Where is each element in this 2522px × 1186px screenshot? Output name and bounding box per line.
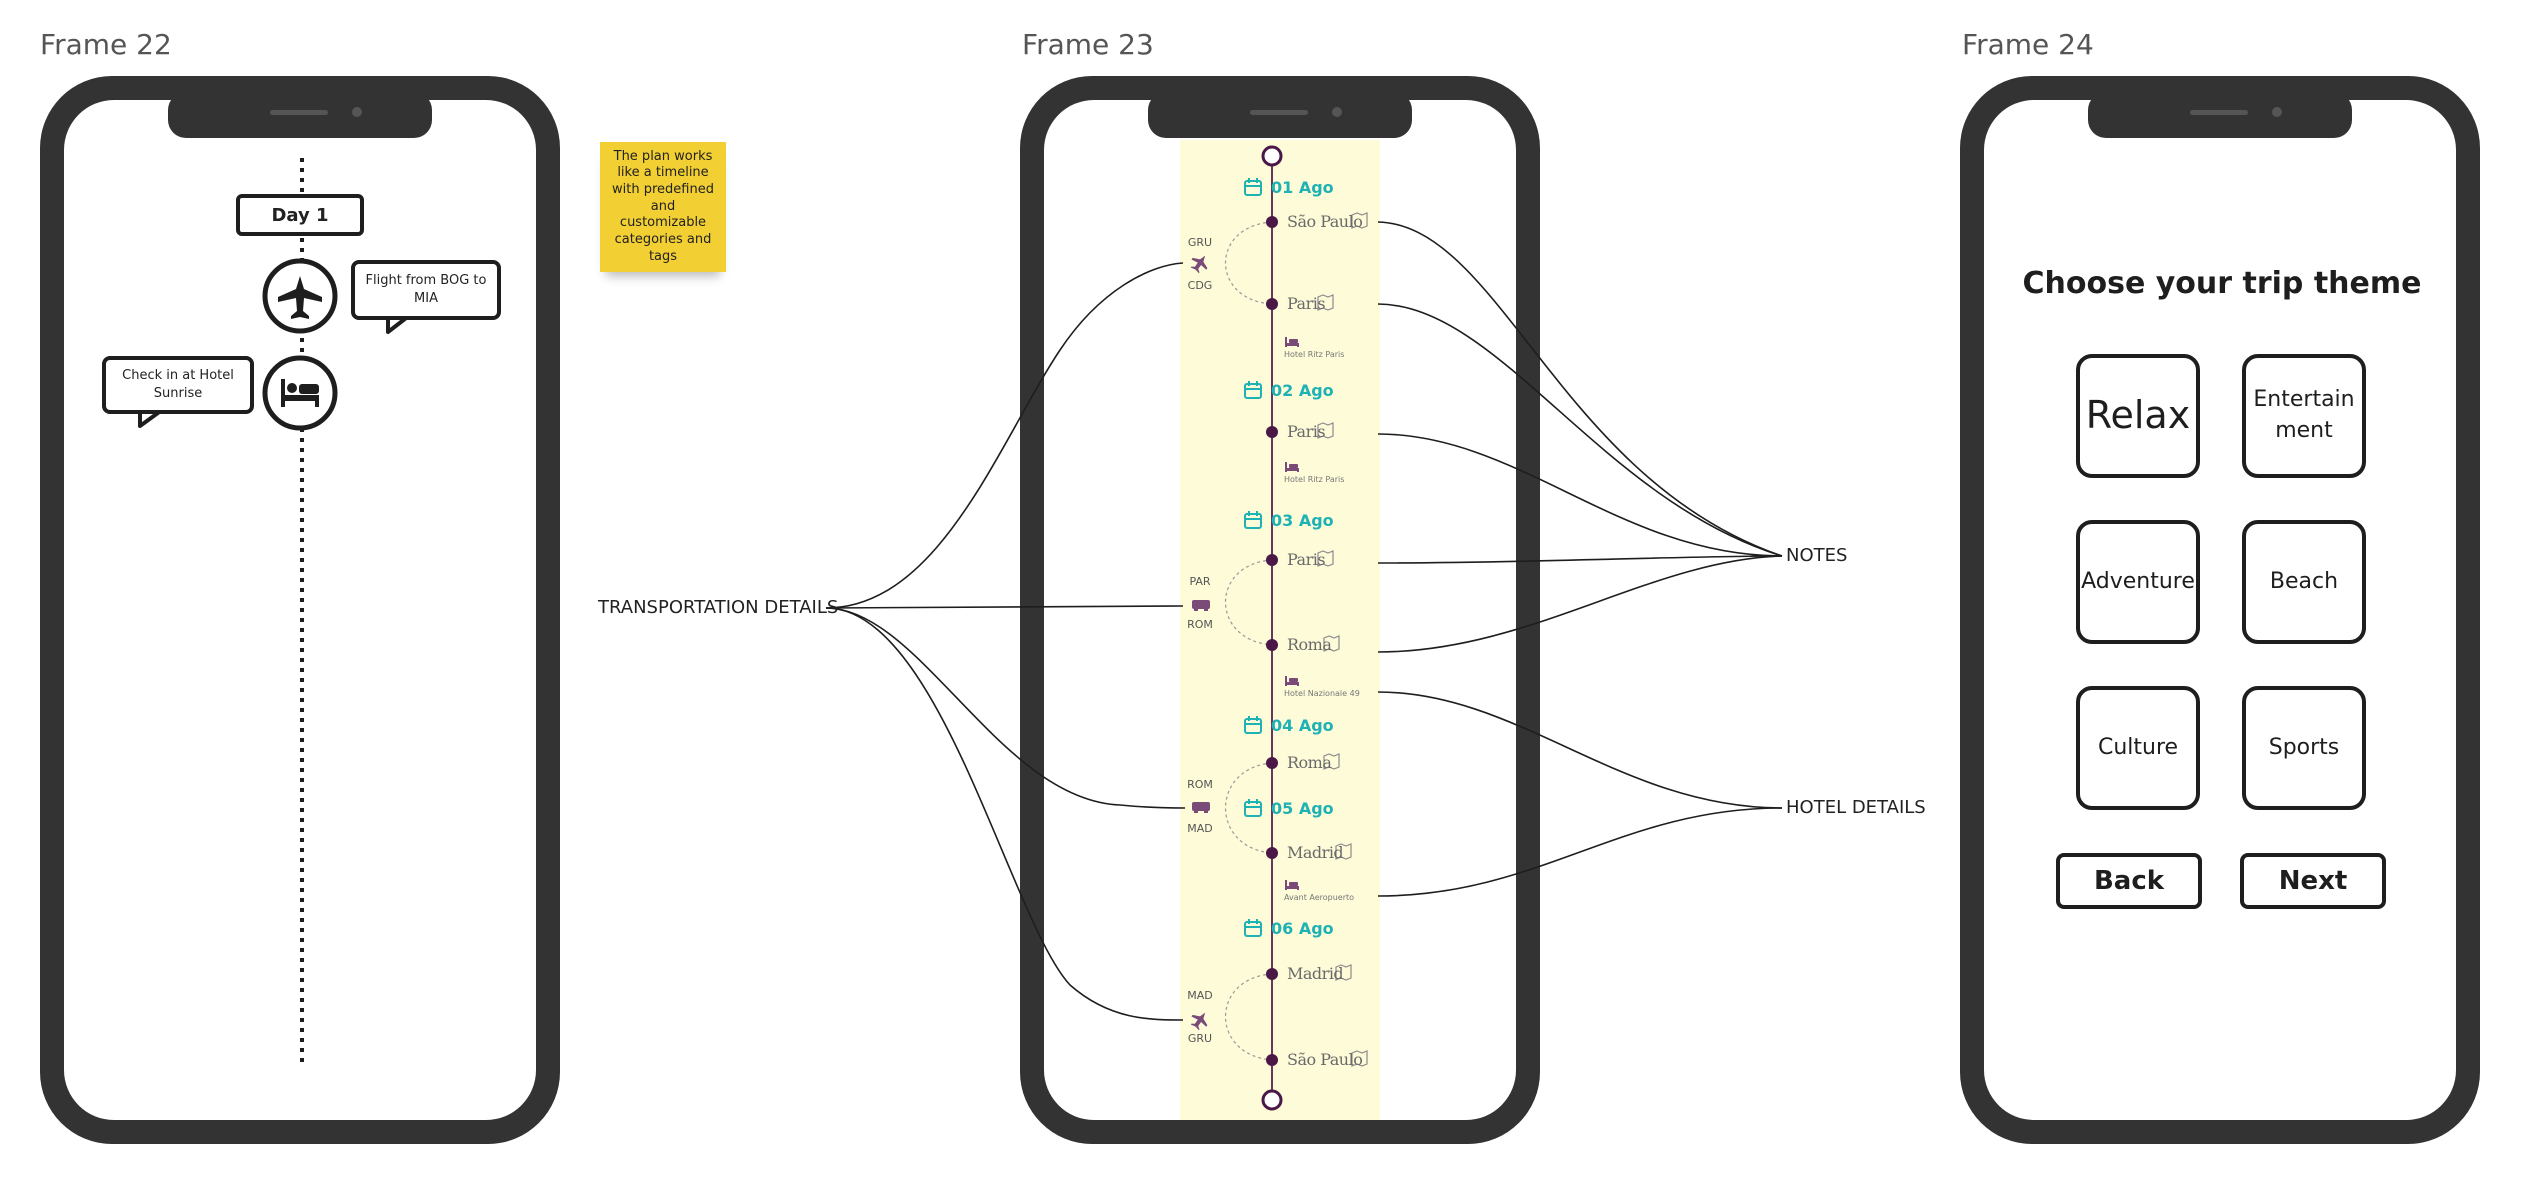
timeline-city: Roma	[1287, 635, 1332, 654]
map-icon	[1317, 294, 1334, 311]
sticky-note: The plan works like a timeline with pred…	[600, 142, 726, 272]
city-node	[1266, 639, 1278, 651]
transport-icons	[1190, 255, 1210, 1031]
hotel-connectors	[1377, 691, 1783, 897]
city-node	[1266, 1054, 1278, 1066]
frame-24-label: Frame 24	[1962, 28, 2094, 61]
train-icon	[1192, 802, 1210, 813]
calendar-icon	[1244, 716, 1262, 734]
transport-to-code: CDG	[1187, 279, 1213, 292]
next-button[interactable]: Next	[2240, 853, 2386, 909]
theme-title: Choose your trip theme	[2022, 266, 2422, 301]
timeline-city: Paris	[1287, 422, 1326, 441]
timeline-city: São Paulo	[1287, 212, 1363, 231]
hotel-bubble-tail	[138, 408, 164, 428]
city-node	[1266, 757, 1278, 769]
calendar-icon	[1244, 799, 1262, 817]
airplane-icon	[1190, 255, 1208, 274]
map-icon	[1351, 212, 1368, 229]
bed-icon	[1285, 337, 1299, 347]
phone-frame-24	[1960, 76, 2480, 1144]
day-label-box[interactable]: Day 1	[236, 194, 364, 236]
city-node	[1266, 554, 1278, 566]
notes-label: NOTES	[1786, 545, 1848, 566]
hotel-details-label: HOTEL DETAILS	[1786, 797, 1926, 818]
transport-to-code: GRU	[1187, 1032, 1213, 1045]
timeline-date: 04 Ago	[1271, 716, 1334, 735]
back-button[interactable]: Back	[2056, 853, 2202, 909]
transportation-details-label: TRANSPORTATION DETAILS	[598, 597, 839, 618]
hotel-note-bubble[interactable]: Check in at Hotel Sunrise	[102, 356, 254, 414]
city-nodes	[1266, 216, 1278, 1066]
timeline-hotel: Hotel Nazionale 49	[1284, 689, 1360, 698]
map-icon	[1335, 964, 1352, 981]
timeline-date: 02 Ago	[1271, 381, 1334, 400]
timeline-date: 05 Ago	[1271, 799, 1334, 818]
timeline-date: 03 Ago	[1271, 511, 1334, 530]
transport-arcs	[1225, 221, 1273, 1061]
transport-to-code: ROM	[1187, 618, 1213, 631]
calendar-icons	[1244, 178, 1262, 937]
theme-card-relax[interactable]: Relax	[2076, 354, 2200, 478]
timeline-city: Madrid	[1287, 843, 1344, 862]
map-icon	[1317, 422, 1334, 439]
timeline-hotel: Avant Aeropuerto	[1284, 893, 1355, 902]
map-icons	[1317, 212, 1368, 1067]
timeline-city: Paris	[1287, 550, 1326, 569]
frame-22-label: Frame 22	[40, 28, 172, 61]
transport-to-code: MAD	[1187, 822, 1213, 835]
timeline-city: Madrid	[1287, 964, 1344, 983]
flight-note-bubble[interactable]: Flight from BOG to MIA	[351, 260, 501, 320]
airplane-icon	[1190, 1012, 1208, 1031]
city-node	[1266, 298, 1278, 310]
timeline-hotel: Hotel Ritz Paris	[1284, 475, 1345, 484]
transport-from-code: PAR	[1189, 575, 1211, 588]
train-icon	[1192, 600, 1210, 611]
calendar-icon	[1244, 511, 1262, 529]
city-node	[1266, 426, 1278, 438]
airplane-icon	[262, 258, 338, 334]
transportation-connectors	[825, 262, 1186, 1021]
notes-connectors	[1377, 221, 1783, 653]
hotel-icons	[1285, 337, 1299, 890]
bed-icon	[262, 355, 338, 431]
bed-icon	[1285, 880, 1299, 890]
timeline-background	[1180, 140, 1380, 1120]
theme-card-beach[interactable]: Beach	[2242, 520, 2366, 644]
transport-from-code: MAD	[1187, 989, 1213, 1002]
timeline-city: São Paulo	[1287, 1050, 1363, 1069]
bed-icon	[1285, 462, 1299, 472]
theme-card-adventure[interactable]: Adventure	[2076, 520, 2200, 644]
timeline-city: Roma	[1287, 753, 1332, 772]
timeline-hotel: Hotel Ritz Paris	[1284, 350, 1345, 359]
timeline-start-node	[1261, 145, 1283, 167]
theme-card-culture[interactable]: Culture	[2076, 686, 2200, 810]
map-icon	[1351, 1050, 1368, 1067]
map-icon	[1323, 753, 1340, 770]
phone-frame-23	[1020, 76, 1540, 1144]
bed-icon	[1285, 676, 1299, 686]
calendar-icon	[1244, 919, 1262, 937]
timeline-city: Paris	[1287, 294, 1326, 313]
theme-card-entertainment[interactable]: Entertainment	[2242, 354, 2366, 478]
map-icon	[1323, 635, 1340, 652]
timeline-date: 01 Ago	[1271, 178, 1334, 197]
calendar-icon	[1244, 178, 1262, 196]
frame-23-label: Frame 23	[1022, 28, 1154, 61]
map-icon	[1335, 843, 1352, 860]
city-node	[1266, 847, 1278, 859]
transport-from-code: ROM	[1187, 778, 1213, 791]
map-icon	[1317, 550, 1334, 567]
timeline-end-node	[1261, 1089, 1283, 1111]
city-node	[1266, 968, 1278, 980]
transport-from-code: GRU	[1187, 236, 1213, 249]
timeline-date: 06 Ago	[1271, 919, 1334, 938]
city-node	[1266, 216, 1278, 228]
calendar-icon	[1244, 381, 1262, 399]
theme-card-sports[interactable]: Sports	[2242, 686, 2366, 810]
